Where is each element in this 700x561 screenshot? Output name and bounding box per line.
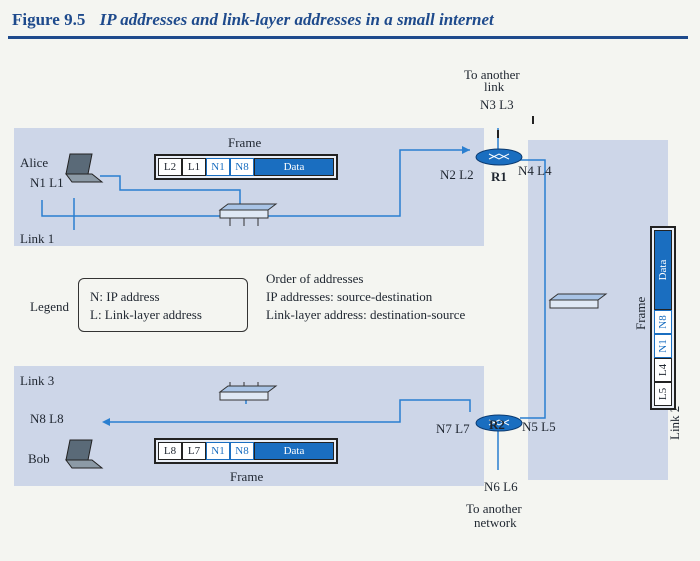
frame1-cell: L1: [182, 158, 206, 176]
r2-right-addr: N5 L5: [522, 419, 556, 434]
legend-title: Legend: [30, 299, 69, 314]
bob-addr: N8 L8: [30, 411, 64, 426]
link1-band: [14, 128, 484, 246]
to-network-line1: To another: [466, 501, 522, 516]
frame2-cell: L4: [654, 358, 672, 382]
frame3-cell: N8: [230, 442, 254, 460]
title-rule: [8, 36, 688, 39]
to-network-addr: N6 L6: [484, 479, 518, 494]
alice-name: Alice: [20, 155, 49, 170]
frame2-label: Frame: [633, 296, 648, 330]
switch-link1-icon: [218, 203, 278, 226]
frame3-label: Frame: [230, 469, 264, 484]
r1-name: R1: [491, 169, 507, 184]
frame-link3: L8 L7 N1 N8 Data: [154, 438, 338, 464]
bob-laptop-icon: [65, 439, 104, 469]
alice-addr: N1 L1: [30, 175, 64, 190]
frame3-data: Data: [254, 442, 334, 460]
figure-caption: IP addresses and link-layer addresses in…: [99, 10, 494, 29]
r2-left-addr: N7 L7: [436, 421, 470, 436]
link3-label: Link 3: [20, 373, 55, 388]
frame1-cell: N8: [230, 158, 254, 176]
frame-link1: L2 L1 N1 N8 Data: [154, 154, 338, 180]
frame2-cell: N8: [654, 310, 672, 334]
to-network-line2: network: [474, 515, 517, 530]
to-link-line2: link: [484, 79, 505, 94]
figure-number: Figure 9.5: [12, 10, 86, 29]
link1-bus: [41, 149, 470, 217]
order-title: Order of addresses: [266, 271, 364, 286]
frame3-cell: L7: [182, 442, 206, 460]
r1-left-addr: N2 L2: [440, 167, 474, 182]
frame2-cell: L5: [654, 382, 672, 406]
figure-title: Figure 9.5 IP addresses and link-layer a…: [12, 10, 494, 30]
frame-link2: L5 L4 N1 N8 Data: [650, 226, 676, 410]
frame3-cell: N1: [206, 442, 230, 460]
link3-bus: [110, 399, 471, 423]
frame2-data: Data: [654, 230, 672, 310]
link2-wire: [520, 159, 546, 419]
r2-name: R2: [489, 417, 505, 432]
router-r2-icon: [475, 414, 523, 432]
frame1-data: Data: [254, 158, 334, 176]
to-link-addr: N3 L3: [480, 97, 514, 112]
frame1-label: Frame: [228, 135, 262, 150]
link2-label: Link 2: [667, 405, 682, 440]
to-link-line1: To another: [464, 67, 520, 82]
frame2-cell: N1: [654, 334, 672, 358]
switch-link2-icon: [548, 293, 608, 309]
link2-band: [528, 140, 668, 480]
frame3-cell: L8: [158, 442, 182, 460]
legend-line-link: L: Link-layer address: [90, 307, 202, 322]
order-ip: IP addresses: source-destination: [266, 289, 433, 304]
legend-box: [78, 278, 248, 332]
link1-wire-alice: [100, 175, 241, 210]
bob-name: Bob: [28, 451, 50, 466]
legend-line-ip: N: IP address: [90, 289, 160, 304]
r1-right-addr: N4 L4: [518, 163, 552, 178]
link1-label: Link 1: [20, 231, 55, 246]
router-r1-icon: [475, 148, 523, 166]
switch-link3-icon: [218, 382, 278, 401]
alice-laptop-icon: [65, 153, 104, 183]
order-link: Link-layer address: destination-source: [266, 307, 466, 322]
frame1-cell: N1: [206, 158, 230, 176]
frame1-cell: L2: [158, 158, 182, 176]
